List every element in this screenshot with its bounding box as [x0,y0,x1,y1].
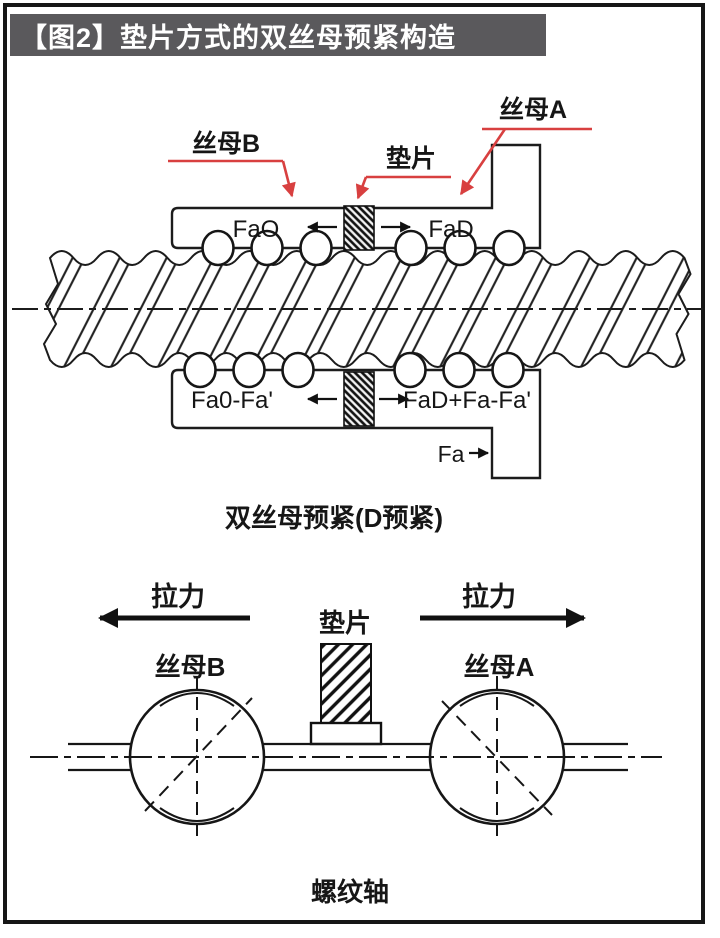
cap-arc [459,807,535,822]
pull-left-label: 拉力 [151,581,205,612]
ball [443,229,477,267]
centerlines [30,676,662,839]
ball [250,229,284,267]
ball [299,229,333,267]
callout-arrow-icon [281,160,296,198]
diagonal-centerline [441,700,553,816]
force-label-fao: FaO [233,216,280,243]
force-label-fa0-fa: Fa0-Fa' [191,387,273,414]
lower-ball-row [183,351,525,389]
nut-a-label: 丝母A [464,652,535,682]
ball [492,229,526,267]
nut-a-callout: 丝母A [459,96,592,196]
cap-arc [159,807,235,822]
ball [232,351,266,389]
contact-arcs [159,692,535,822]
force-label-fad: FaD [428,216,473,243]
spacer-column [320,643,372,724]
figure-title: 【图2】垫片方式的双丝母预紧构造 [20,22,457,53]
preload-force-arrows [306,221,412,405]
spacer-base [309,721,383,746]
title-bar: 【图2】垫片方式的双丝母预紧构造 [10,14,546,56]
ball [281,351,315,389]
spacer-callout: 垫片 [355,145,451,200]
nut-b-label: 丝母B [192,130,260,158]
ball [393,351,427,389]
upper-nut-housing [170,143,542,250]
nut-b-callout: 丝母B [168,130,296,198]
cap-arc [159,692,235,707]
diagonal-centerline [144,697,253,812]
nut-a-label: 丝母A [499,96,567,124]
ball [491,351,525,389]
spacer-label: 垫片 [386,145,436,173]
top-caption: 双丝母预紧(D预紧) [225,503,443,533]
axial-load-annotation: Fa [438,441,490,467]
ball [394,229,428,267]
ball [442,351,476,389]
ball-screw-section: FaO FaD Fa0-Fa' FaD+Fa-Fa' Fa 丝母B 垫片 [12,96,703,533]
tension-schematic: 拉力 拉力 垫片 丝母B 丝母A [30,581,662,907]
callout-arrow-icon [355,176,370,200]
pull-right-label: 拉力 [462,581,516,612]
ball [183,351,217,389]
ball [201,229,235,267]
axial-load-label: Fa [438,441,465,467]
lower-spacer-shim [343,371,375,427]
shaft-lines [68,742,628,772]
cap-arc [459,692,535,707]
bottom-caption: 螺纹轴 [311,877,389,907]
nut-b-label: 丝母B [155,652,226,682]
upper-spacer-shim [343,205,375,251]
spacer-label: 垫片 [319,608,371,638]
callout-arrow-icon [459,128,507,196]
force-label-fad-fa-fa: FaD+Fa-Fa' [403,387,531,414]
figure-border [3,3,705,924]
